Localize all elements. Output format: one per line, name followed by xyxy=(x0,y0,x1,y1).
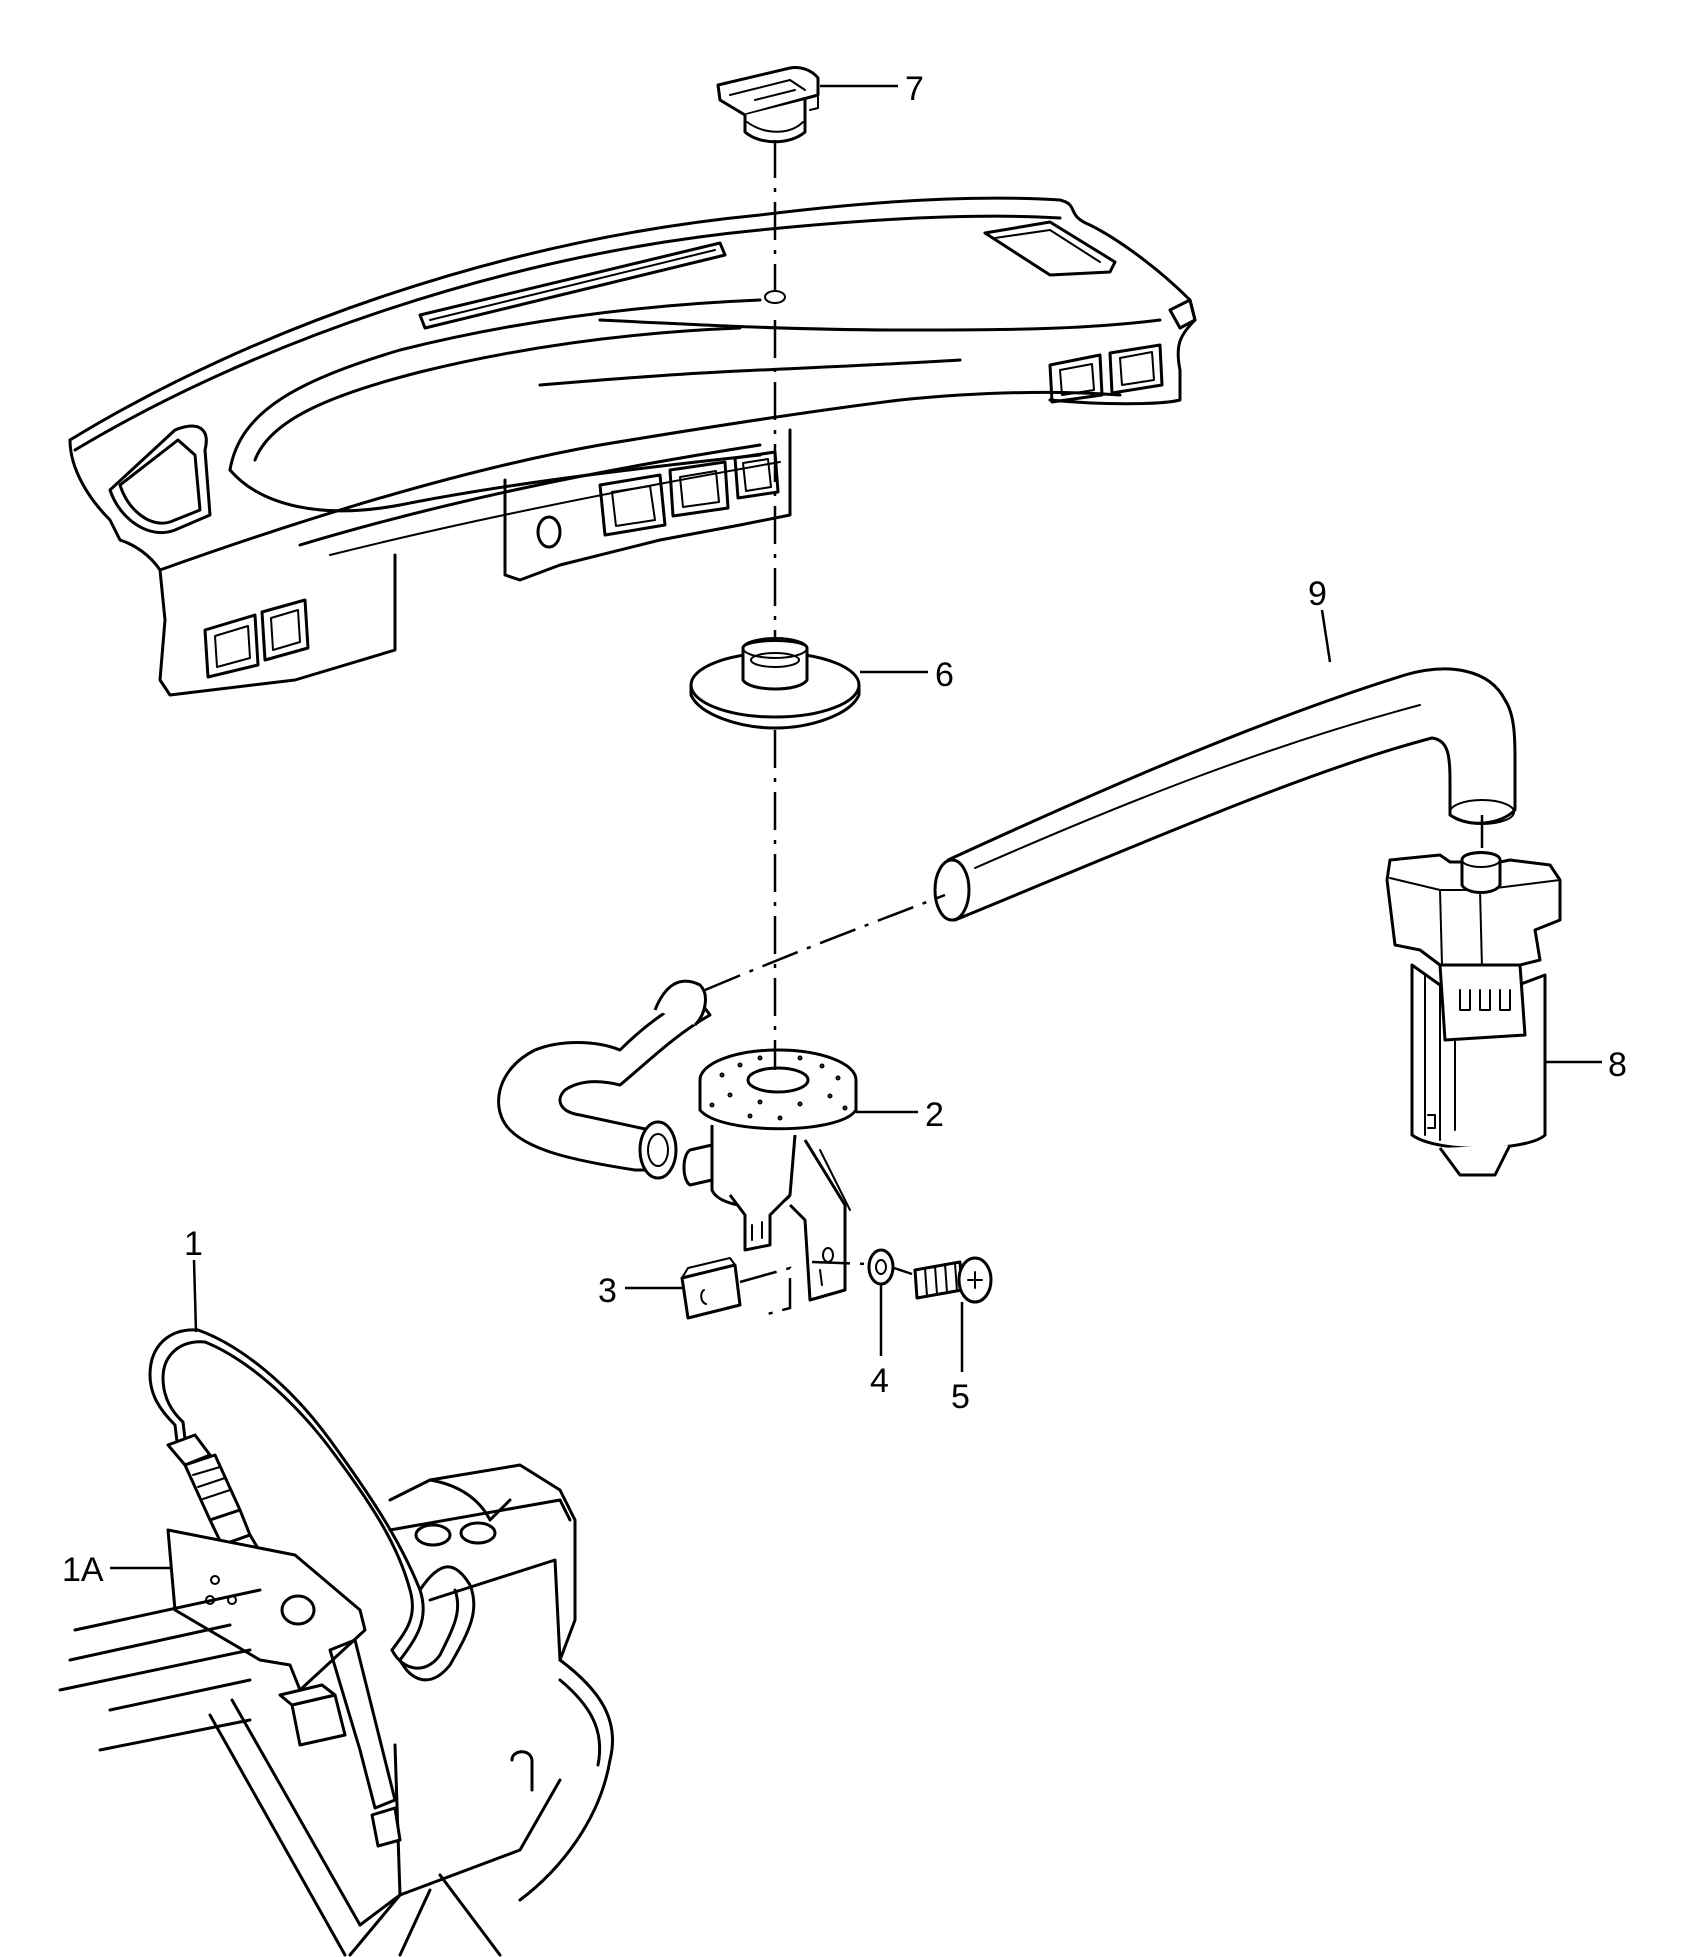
hose-drawing xyxy=(497,667,1517,1180)
valve-with-bracket-drawing xyxy=(682,1048,858,1302)
callout-4: 4 xyxy=(870,1362,889,1400)
grommet-washer-drawing xyxy=(689,637,861,730)
leader-lines xyxy=(110,84,1602,1570)
clip-nut-drawing xyxy=(680,1257,792,1320)
alignment-lines xyxy=(704,140,1484,1276)
screw-drawing xyxy=(913,1256,993,1304)
callout-5: 5 xyxy=(951,1378,970,1416)
sensor-bracket-drawing xyxy=(58,1463,615,1957)
washer-drawing xyxy=(867,1248,895,1286)
callout-1: 1 xyxy=(184,1225,203,1263)
callout-7: 7 xyxy=(905,70,924,108)
callout-labels: 7 6 9 2 8 3 4 5 1 1A xyxy=(62,70,1627,1589)
callout-3: 3 xyxy=(598,1272,617,1310)
callout-2: 2 xyxy=(925,1096,944,1134)
callout-9: 9 xyxy=(1308,575,1327,613)
electric-pump-drawing xyxy=(1385,851,1562,1177)
dashboard-panel-drawing xyxy=(68,196,1197,697)
cap-plug-drawing xyxy=(716,66,820,144)
callout-1a: 1A xyxy=(62,1551,104,1589)
callout-6: 6 xyxy=(935,656,954,694)
callout-8: 8 xyxy=(1608,1046,1627,1084)
